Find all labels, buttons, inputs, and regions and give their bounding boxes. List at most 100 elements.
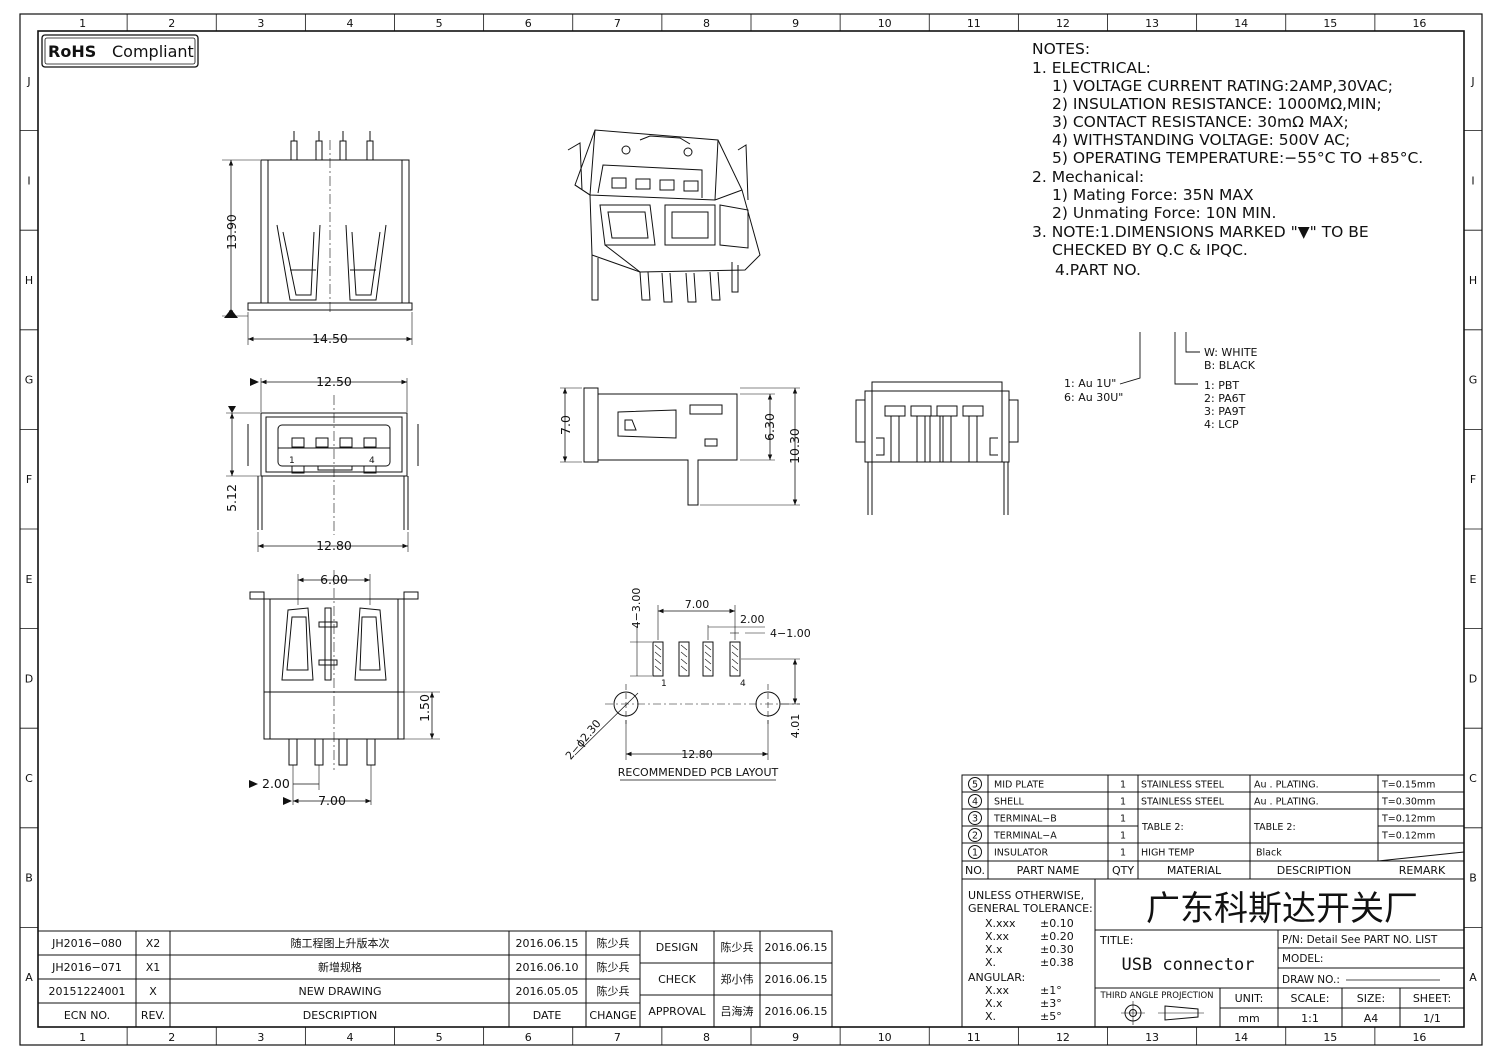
note-line: 1) VOLTAGE CURRENT RATING:2AMP,30VAC; <box>1052 77 1393 95</box>
front-view <box>222 131 413 345</box>
bom-header-name: PART NAME <box>1017 864 1080 877</box>
rev-header-date: DATE <box>533 1009 562 1022</box>
zone-row-label: C <box>1469 772 1477 785</box>
pcb-dim-pad-width: 4−1.00 <box>770 627 811 640</box>
rev-rev: X <box>149 985 157 998</box>
zone-column-label: 8 <box>703 17 710 30</box>
note-line: CHECKED BY Q.C & IPQC. <box>1052 241 1248 259</box>
rev-header-change: CHANGE <box>589 1009 636 1022</box>
projection-label: THIRD ANGLE PROJECTION <box>1099 991 1213 1001</box>
draw-number-label: DRAW NO.: <box>1282 974 1340 986</box>
bom-name: TERMINAL−B <box>993 814 1057 825</box>
zone-column-label: 11 <box>967 1031 981 1044</box>
pcb-dim-2-00: 2.00 <box>740 613 765 626</box>
dim-10-30: 10.30 <box>787 428 802 464</box>
bom-qty: 1 <box>1120 780 1126 791</box>
rev-change: 陈少兵 <box>597 936 630 950</box>
pin-1-label: 1 <box>289 456 295 466</box>
check-marker-icon <box>283 797 292 805</box>
zone-column-label: 15 <box>1323 17 1337 30</box>
zone-column-label: 14 <box>1234 17 1248 30</box>
material-4: 4: LCP <box>1204 418 1239 431</box>
dim-2-00: 2.00 <box>262 776 290 791</box>
approval-name: 郑小伟 <box>721 972 754 986</box>
rev-header-ecn: ECN NO. <box>64 1009 110 1022</box>
note-line: 2) Unmating Force: 10N MIN. <box>1052 204 1276 222</box>
zone-row-label: E <box>1470 573 1477 586</box>
notes-title: NOTES: <box>1032 40 1090 58</box>
zone-column-label: 10 <box>878 1031 892 1044</box>
rev-rev: X2 <box>146 937 161 950</box>
zone-row-label: B <box>25 872 33 885</box>
dim-face-height: 5.12 <box>224 484 239 512</box>
zone-column-label: 4 <box>346 1031 353 1044</box>
dim-6-30: 6.30 <box>762 413 777 441</box>
zone-column-label: 2 <box>168 1031 175 1044</box>
note-line: 5) OPERATING TEMPERATURE:−55°C TO +85°C. <box>1052 149 1423 167</box>
bom-qty: 1 <box>1120 797 1126 808</box>
zone-row-label: E <box>26 573 33 586</box>
zone-column-label: 7 <box>614 17 621 30</box>
rev-ecn: JH2016−071 <box>51 961 122 974</box>
bom-qty: 1 <box>1120 814 1126 825</box>
tolerance-subtitle: GENERAL TOLERANCE: <box>968 902 1093 915</box>
scale-value: 1:1 <box>1301 1012 1319 1025</box>
ang-value: ±5° <box>1040 1010 1062 1023</box>
zone-row-label: G <box>25 374 34 387</box>
zone-column-label: 3 <box>257 17 264 30</box>
plating-1: 1: Au 1U" <box>1064 377 1116 390</box>
dim-7-0: 7.0 <box>558 415 573 435</box>
rev-header-desc: DESCRIPTION <box>303 1009 377 1022</box>
material-2: 2: PA6T <box>1204 392 1246 405</box>
zone-column-label: 14 <box>1234 1031 1248 1044</box>
dim-1-50: 1.50 <box>417 694 432 722</box>
pcb-pin-1: 1 <box>661 679 667 689</box>
size-label: SIZE: <box>1357 992 1385 1005</box>
rev-ecn: 20151224001 <box>49 985 126 998</box>
bom-material: STAINLESS STEEL <box>1141 797 1225 808</box>
tol-key: X.xxx <box>985 917 1016 930</box>
sheet-label: SHEET: <box>1413 992 1451 1005</box>
bom-name: TERMINAL−A <box>993 831 1057 842</box>
tol-key: X.x <box>985 943 1003 956</box>
zone-row-label: H <box>25 274 33 287</box>
material-1: 1: PBT <box>1204 379 1239 392</box>
zone-column-label: 7 <box>614 1031 621 1044</box>
pcb-dim-7-00: 7.00 <box>685 598 710 611</box>
check-marker-icon <box>250 378 259 386</box>
dim-pitch-6: 6.00 <box>320 572 348 587</box>
company-name: 广东科斯达开关厂 <box>1146 889 1418 929</box>
zone-column-label: 10 <box>878 17 892 30</box>
zone-row-label: H <box>1469 274 1477 287</box>
rev-rev: X1 <box>146 961 161 974</box>
bottom-view <box>249 570 440 805</box>
bom-material: STAINLESS STEEL <box>1141 780 1225 791</box>
bom-no: 2 <box>972 831 978 842</box>
zone-column-label: 16 <box>1412 1031 1426 1044</box>
rev-date: 2016.06.15 <box>516 937 579 950</box>
zone-row-label: I <box>27 174 30 187</box>
check-marker-icon <box>228 406 236 413</box>
zone-column-label: 6 <box>525 17 532 30</box>
pcb-pin-4: 4 <box>740 679 746 689</box>
bom-qty: 1 <box>1120 848 1126 859</box>
note-line: 4) WITHSTANDING VOLTAGE: 500V AC; <box>1052 131 1350 149</box>
zone-column-label: 9 <box>792 17 799 30</box>
rev-ecn: JH2016−080 <box>51 937 122 950</box>
tolerance-title: UNLESS OTHERWISE, <box>968 889 1084 902</box>
zone-row-label: C <box>25 772 33 785</box>
isometric-view <box>567 129 761 303</box>
bom-name: MID PLATE <box>994 780 1044 791</box>
bom-table2-desc: TABLE 2: <box>1253 822 1296 833</box>
bom-material: HIGH TEMP <box>1141 848 1194 859</box>
tol-key: X. <box>985 956 996 969</box>
zone-row-label: F <box>1470 473 1476 486</box>
zone-column-label: 2 <box>168 17 175 30</box>
dim-7-00: 7.00 <box>318 793 346 808</box>
revision-table <box>37 930 833 1028</box>
check-marker-icon <box>249 780 258 788</box>
bom-remark: T=0.12mm <box>1381 814 1435 825</box>
zone-column-label: 4 <box>346 17 353 30</box>
